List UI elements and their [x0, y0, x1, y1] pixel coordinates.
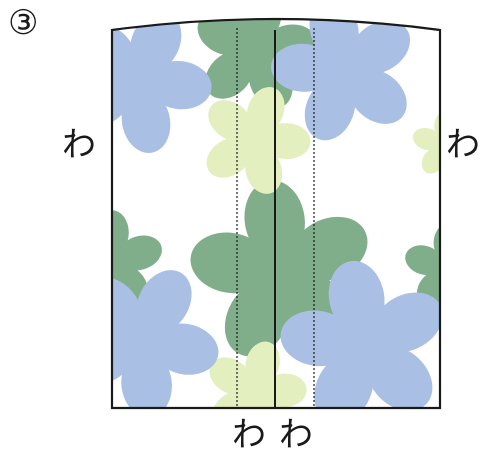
fold-label-bottom-1: わ — [232, 415, 266, 455]
step-number: ③ — [8, 3, 39, 43]
fold-label-left: わ — [62, 125, 96, 165]
panel-outline — [110, 17, 442, 410]
fabric-pattern — [112, 19, 440, 408]
fold-label-bottom-2: わ — [279, 415, 313, 455]
fold-label-right: わ — [446, 125, 480, 165]
